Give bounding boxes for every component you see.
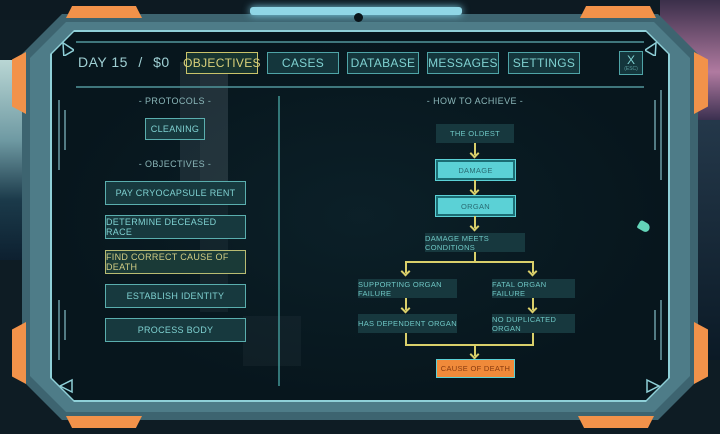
day-money-status: DAY 15 / $0	[78, 54, 170, 70]
corner-triangle-icon	[646, 378, 661, 394]
frame-clamp	[12, 322, 26, 384]
flow-node-fatal-organ-failure: FATAL ORGAN FAILURE	[492, 279, 575, 298]
frame-clamp	[66, 6, 142, 18]
panel-divider	[278, 96, 280, 386]
flow-arrow	[474, 180, 476, 192]
day-label: DAY 15	[78, 54, 128, 70]
node-label: DAMAGE MEETS CONDITIONS	[425, 233, 490, 252]
tab-label: DATABASE	[350, 56, 416, 70]
trim-line	[654, 100, 656, 150]
trim-line	[64, 110, 66, 150]
protocol-cleaning-button[interactable]: CLEANING	[145, 118, 205, 140]
flow-arrow	[474, 344, 476, 356]
node-label: DAMAGE	[458, 165, 493, 175]
tab-label: CASES	[281, 56, 325, 70]
trim-line	[64, 310, 66, 340]
flow-node-the-oldest: THE OLDEST	[436, 124, 514, 143]
close-button[interactable]: X (ESC)	[619, 51, 643, 75]
button-label: ESTABLISH IDENTITY	[126, 291, 225, 301]
how-to-achieve-heading: - HOW TO ACHIEVE -	[426, 96, 524, 106]
money-value: $0	[153, 54, 170, 70]
tab-messages[interactable]: MESSAGES	[427, 52, 499, 74]
trim-line	[660, 300, 662, 360]
frame-clamp	[694, 322, 708, 384]
protocols-heading: - PROTOCOLS -	[138, 96, 212, 106]
flow-node-supporting-organ-failure: SUPPORTING ORGAN FAILURE	[358, 279, 457, 298]
tab-cases[interactable]: CASES	[267, 52, 339, 74]
flow-arrow	[405, 261, 407, 273]
trim-line	[660, 90, 662, 180]
flow-merge-line	[405, 333, 407, 345]
flow-arrow	[405, 298, 407, 310]
node-label: ORGAN	[460, 201, 490, 211]
button-label: FIND CORRECT CAUSE OF DEATH	[106, 252, 229, 272]
flow-arrow	[474, 143, 476, 155]
node-label: FATAL ORGAN FAILURE	[492, 279, 547, 298]
frame-clamp	[12, 52, 26, 114]
top-light-bar	[250, 7, 462, 15]
flow-arrow	[532, 298, 534, 310]
trim-line	[58, 100, 60, 170]
objective-pay-rent-button[interactable]: PAY CRYOCAPSULE RENT	[105, 181, 246, 205]
button-label: CLEANING	[150, 124, 200, 134]
flow-branch-line	[405, 261, 534, 263]
flow-merge-line	[405, 344, 534, 346]
node-label: HAS DEPENDENT ORGAN	[358, 319, 457, 328]
tab-database[interactable]: DATABASE	[347, 52, 419, 74]
corner-triangle-icon	[62, 41, 74, 56]
tab-label: SETTINGS	[512, 56, 576, 70]
corner-triangle-icon	[645, 41, 657, 56]
flow-arrow	[474, 252, 476, 262]
node-label: THE OLDEST	[449, 129, 501, 138]
screen-reflection	[243, 316, 301, 366]
flow-node-damage: DAMAGE	[436, 160, 515, 180]
header-top-divider	[76, 41, 644, 43]
button-label: PAY CRYOCAPSULE RENT	[115, 188, 236, 198]
node-label: NO DUPLICATED ORGAN	[492, 314, 557, 333]
flow-node-damage-meets-conditions: DAMAGE MEETS CONDITIONS	[425, 233, 525, 252]
flow-node-cause-of-death: CAUSE OF DEATH	[436, 359, 515, 378]
flow-merge-line	[532, 333, 534, 345]
frame-clamp	[694, 52, 708, 114]
header-divider	[76, 86, 644, 88]
trim-line	[654, 310, 656, 340]
close-hotkey-hint: (ESC)	[624, 66, 638, 72]
node-label: CAUSE OF DEATH	[440, 364, 511, 373]
button-label: DETERMINE DECEASED RACE	[106, 217, 217, 237]
node-label: SUPPORTING ORGAN FAILURE	[358, 279, 442, 298]
flow-node-has-dependent-organ: HAS DEPENDENT ORGAN	[358, 314, 457, 333]
close-icon: X	[626, 53, 635, 67]
tab-settings[interactable]: SETTINGS	[508, 52, 580, 74]
trim-line	[58, 300, 60, 360]
objective-establish-identity-button[interactable]: ESTABLISH IDENTITY	[105, 284, 246, 308]
tab-label: MESSAGES	[428, 56, 498, 70]
flow-arrow	[532, 261, 534, 273]
frame-clamp	[580, 6, 656, 18]
flow-arrow	[474, 216, 476, 228]
objective-deceased-race-button[interactable]: DETERMINE DECEASED RACE	[105, 215, 246, 239]
corner-triangle-icon	[58, 378, 73, 394]
objective-cause-of-death-button[interactable]: FIND CORRECT CAUSE OF DEATH	[105, 250, 246, 274]
status-separator: /	[138, 54, 143, 70]
tab-label: OBJECTIVES	[183, 56, 261, 70]
objectives-heading: - OBJECTIVES -	[138, 159, 212, 169]
flow-node-no-duplicated-organ: NO DUPLICATED ORGAN	[492, 314, 575, 333]
tab-objectives[interactable]: OBJECTIVES	[183, 52, 261, 74]
flow-node-organ: ORGAN	[436, 196, 515, 216]
button-label: PROCESS BODY	[137, 325, 214, 335]
frame-clamp	[66, 416, 142, 428]
camera-dot	[354, 13, 363, 22]
objective-process-body-button[interactable]: PROCESS BODY	[105, 318, 246, 342]
frame-clamp	[578, 416, 654, 428]
